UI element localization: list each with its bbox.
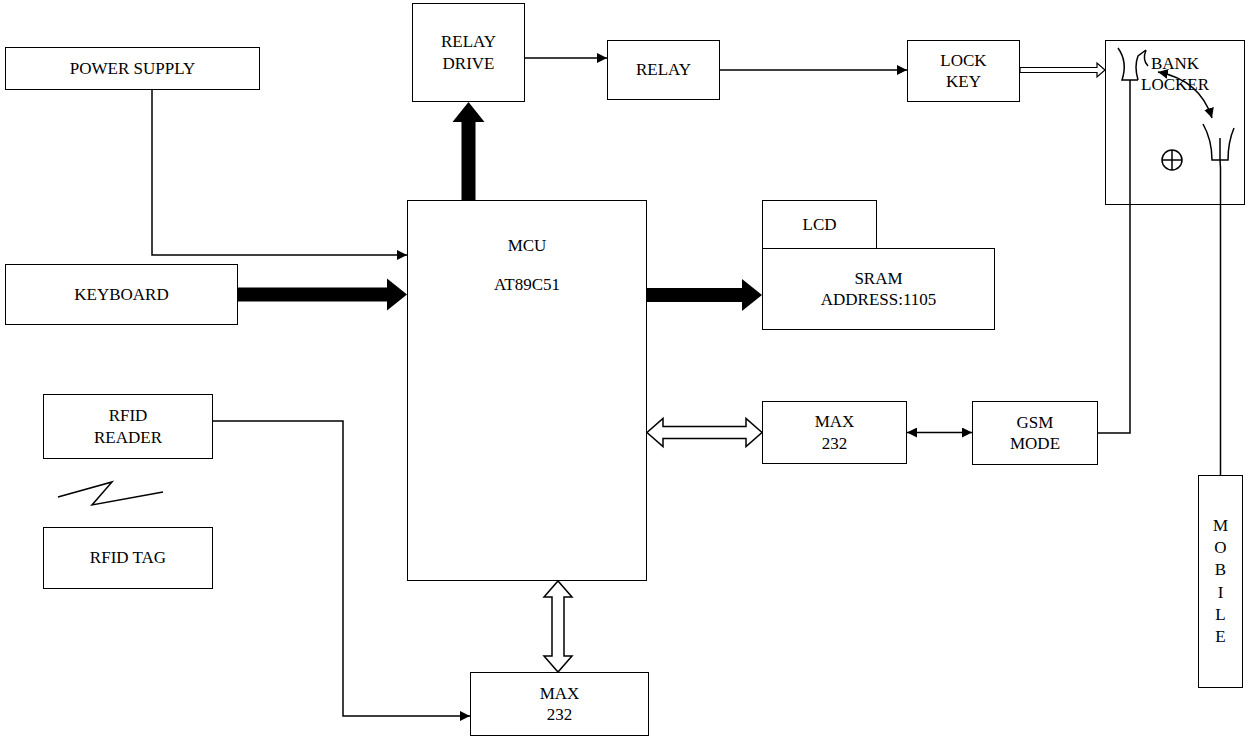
rfid-reader-box: RFID READER bbox=[43, 394, 213, 459]
bus-arrow bbox=[238, 279, 407, 311]
connector-line bbox=[720, 69, 907, 71]
lcd-box: LCD bbox=[762, 200, 877, 249]
max232-box: MAX 232 bbox=[470, 672, 649, 736]
rfid-tag-box: RFID TAG bbox=[43, 527, 213, 589]
box-label: KEYBOARD bbox=[74, 284, 168, 305]
box-label: LCD bbox=[803, 214, 837, 235]
box-label: POWER SUPPLY bbox=[70, 58, 195, 79]
box-label: AT89C51 bbox=[494, 274, 560, 295]
sram-box: SRAM ADDRESS:1105 bbox=[762, 248, 995, 330]
box-label: RFID READER bbox=[83, 405, 173, 448]
connector-line bbox=[907, 432, 972, 434]
bus-arrow bbox=[544, 581, 572, 672]
box-label: RELAY DRIVE bbox=[429, 31, 509, 74]
gsm-module-box: GSM MODE bbox=[972, 401, 1098, 465]
connector-line bbox=[213, 421, 470, 716]
mcu-box: MCU AT89C51 bbox=[407, 200, 647, 581]
wireless-link bbox=[1098, 72, 1221, 475]
keyboard-box: KEYBOARD bbox=[5, 264, 238, 325]
box-label: GSM MODE bbox=[1005, 412, 1065, 455]
box-label: MAX 232 bbox=[535, 683, 585, 726]
bus-arrow bbox=[647, 279, 762, 311]
mobile-antenna-symbol bbox=[1203, 124, 1234, 160]
power-supply-box: POWER SUPPLY bbox=[5, 47, 260, 90]
lock-dial-symbol bbox=[1162, 150, 1182, 170]
connector-line bbox=[525, 57, 607, 59]
bus-arrow bbox=[453, 102, 485, 200]
bus-arrow bbox=[1020, 63, 1105, 77]
gsm-antenna-symbol bbox=[1118, 48, 1148, 80]
connector-line bbox=[152, 90, 407, 255]
box-label: BANK LOCKER bbox=[1130, 53, 1220, 96]
box-label: SRAM ADDRESS:1105 bbox=[804, 268, 954, 311]
relay-drive-box: RELAY DRIVE bbox=[412, 3, 525, 102]
box-label: RELAY bbox=[636, 59, 691, 80]
bank-locker-box: BANK LOCKER bbox=[1105, 40, 1245, 205]
lock-key-box: LOCK KEY bbox=[907, 40, 1020, 102]
vertical-label: MOBILE bbox=[1209, 515, 1232, 648]
rf-link-symbol bbox=[58, 482, 163, 505]
mobile-box: MOBILE bbox=[1198, 475, 1243, 688]
max232-box: MAX 232 bbox=[762, 401, 907, 464]
bus-arrow bbox=[647, 419, 762, 447]
box-label: LOCK KEY bbox=[934, 50, 994, 93]
box-label: MAX 232 bbox=[810, 411, 860, 454]
box-label: MCU bbox=[508, 235, 547, 256]
box-label: RFID TAG bbox=[90, 547, 166, 568]
relay-box: RELAY bbox=[607, 40, 720, 100]
